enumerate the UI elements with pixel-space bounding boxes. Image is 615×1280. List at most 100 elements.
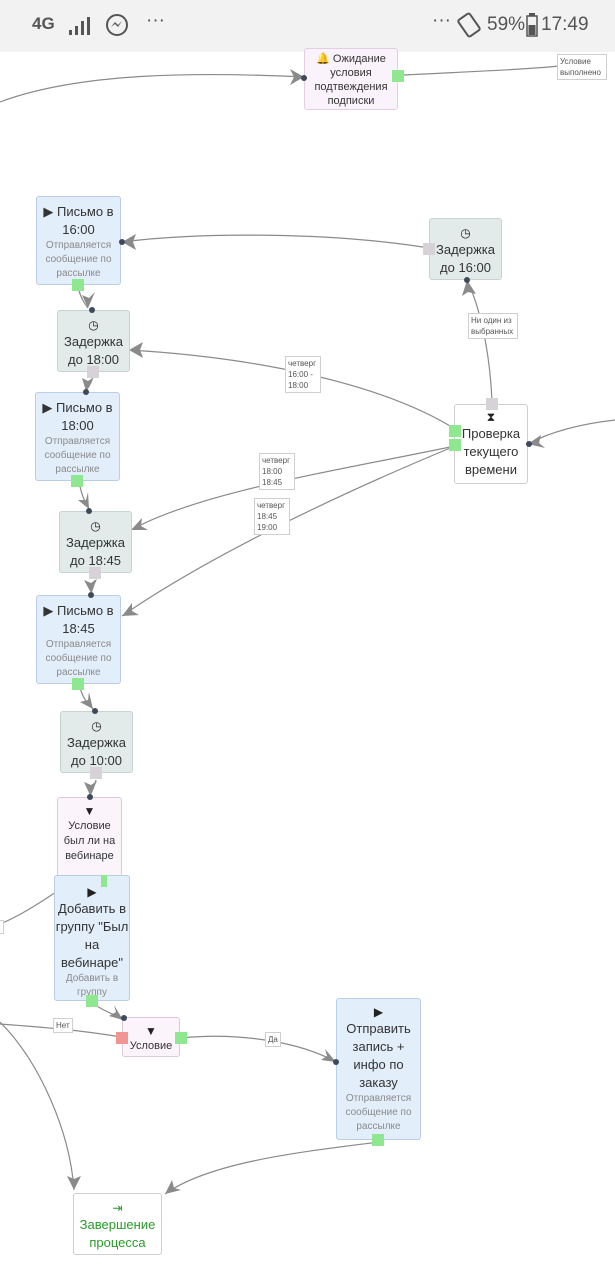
- node-delay-1000[interactable]: ◷ Задержка до 10:00: [60, 711, 133, 773]
- input-dot[interactable]: [333, 1059, 339, 1065]
- flow-canvas[interactable]: Условие выполнено Ни один из выбранных ч…: [0, 48, 615, 1280]
- edge-delay1600-to-letter1600: [121, 234, 430, 249]
- input-dot[interactable]: [87, 794, 93, 800]
- clock-icon: ◷: [460, 226, 471, 240]
- port-success[interactable]: [175, 1032, 187, 1044]
- node-delay-1845[interactable]: ◷ Задержка до 18:45: [59, 511, 132, 573]
- hourglass-icon: ⧗: [486, 410, 496, 424]
- arrow-delay1800-a: [82, 292, 95, 308]
- input-dot[interactable]: [86, 508, 92, 514]
- port-neutral[interactable]: [486, 398, 498, 410]
- flow-edges: [0, 65, 615, 1195]
- port-success[interactable]: [372, 1134, 384, 1146]
- input-dot[interactable]: [89, 307, 95, 313]
- node-title: Условие был ли на вебинаре: [63, 820, 116, 862]
- arrow-finish-b: [165, 1180, 181, 1194]
- filter-icon: ▼: [83, 804, 96, 818]
- play-icon: ▶: [373, 1005, 384, 1019]
- network-type: 4G: [32, 14, 55, 33]
- arrow-delay1000: [80, 692, 93, 709]
- node-title: ▶ Письмо в 18:00: [42, 400, 113, 433]
- port-success[interactable]: [72, 279, 84, 291]
- port-fail[interactable]: [116, 1032, 128, 1044]
- edge-label-thu-1800-1845: четверг 18:00 18:45: [259, 453, 295, 490]
- input-dot[interactable]: [121, 1015, 127, 1021]
- input-dot[interactable]: [88, 592, 94, 598]
- filter-icon: ▼: [145, 1024, 157, 1038]
- edge-letter1600-to-delay1800: [78, 290, 89, 309]
- port-neutral[interactable]: [87, 366, 99, 378]
- clock-icon: ◷: [91, 719, 102, 733]
- rotate-icon: [456, 12, 482, 44]
- input-dot[interactable]: [119, 239, 125, 245]
- arrow-delay1845-b: [78, 492, 89, 509]
- messenger-icon: [105, 13, 129, 43]
- edge-right-to-check: [527, 419, 615, 445]
- signal-bars-icon: [68, 16, 92, 42]
- node-subtitle: Отправляется сообщение по рассылке: [44, 436, 111, 475]
- node-subtitle: Отправляется сообщение по рассылке: [45, 639, 112, 678]
- node-title: Задержка до 18:45: [65, 535, 126, 568]
- edge-label-yes: Да: [265, 1032, 281, 1047]
- battery-percent: 59%: [487, 14, 526, 35]
- more-icon: ···: [146, 10, 165, 31]
- arrow-check: [528, 435, 545, 448]
- arrow-letter1845-b: [84, 579, 97, 593]
- node-title: Отправить запись + инфо по заказу: [346, 1021, 411, 1090]
- input-dot[interactable]: [92, 708, 98, 714]
- port-success[interactable]: [449, 439, 461, 451]
- node-condition-webinar[interactable]: ▼ Условие был ли на вебинаре: [57, 797, 122, 885]
- arrow-letter1800: [82, 377, 94, 391]
- arrow-cond: [84, 781, 97, 795]
- edge-label-condition-met: Условие выполнено: [557, 54, 607, 80]
- arrow-letter1600: [122, 234, 136, 250]
- node-add-to-group[interactable]: ▶ Добавить в группу "Был на вебинаре" До…: [54, 875, 130, 1001]
- node-title: ▶ Письмо в 18:45: [43, 603, 114, 636]
- node-send-record[interactable]: ▶ Отправить запись + инфо по заказу Отпр…: [336, 998, 421, 1140]
- input-dot[interactable]: [83, 389, 89, 395]
- edge-send-to-finish: [164, 1141, 380, 1195]
- node-condition[interactable]: ▼ Условие: [122, 1017, 180, 1057]
- port-success[interactable]: [86, 995, 98, 1007]
- port-neutral[interactable]: [423, 243, 435, 255]
- play-icon: ▶: [87, 885, 97, 899]
- node-subtitle: Отправляется сообщение по рассылке: [345, 1093, 412, 1132]
- clock-icon: ◷: [90, 519, 101, 533]
- edge-incoming-to-wait: [0, 73, 305, 103]
- input-dot[interactable]: [526, 441, 532, 447]
- node-finish-process[interactable]: ⇥ Завершение процесса: [73, 1193, 162, 1255]
- node-title: Задержка до 18:00: [63, 334, 124, 367]
- node-subtitle: Отправляется сообщение по рассылке: [45, 240, 112, 279]
- arrow-finish-a: [67, 1176, 81, 1190]
- node-title: Проверка текущего времени: [461, 426, 521, 477]
- edge-label-thu-1845-1900: четверг 18:45 19:00: [254, 498, 290, 535]
- bell-icon: 🔔: [316, 53, 330, 65]
- node-check-time[interactable]: ⧗ Проверка текущего времени: [454, 404, 528, 484]
- port-success[interactable]: [71, 475, 83, 487]
- arrow-condition: [109, 1005, 123, 1020]
- node-wait-confirmation[interactable]: 🔔 Ожидание условия подтвеждения подписки: [304, 48, 398, 110]
- input-dot[interactable]: [464, 277, 470, 283]
- node-letter-1600[interactable]: ▶ Письмо в 16:00 Отправляется сообщение …: [36, 196, 121, 285]
- port-success[interactable]: [449, 425, 461, 437]
- play-icon: ▶: [43, 204, 54, 219]
- edge-label-thu-1600-1800: четверг 16:00 - 18:00: [285, 356, 321, 393]
- node-letter-1800[interactable]: ▶ Письмо в 18:00 Отправляется сообщение …: [35, 392, 120, 481]
- edge-label-no: Нет: [53, 1018, 73, 1033]
- port-success[interactable]: [72, 678, 84, 690]
- edge-wait-to-condition-met: [403, 65, 561, 76]
- arrow-delay1600: [462, 280, 476, 296]
- port-success[interactable]: [392, 70, 404, 82]
- edge-label-offscreen: [0, 920, 4, 934]
- port-neutral[interactable]: [89, 567, 101, 579]
- battery-icon: [526, 13, 538, 43]
- node-letter-1845[interactable]: ▶ Письмо в 18:45 Отправляется сообщение …: [36, 595, 121, 684]
- node-title: Задержка до 16:00: [435, 242, 496, 275]
- node-title: 🔔 Ожидание условия подтвеждения подписки: [314, 53, 388, 107]
- port-success[interactable]: [101, 875, 107, 887]
- input-dot[interactable]: [301, 75, 307, 81]
- exit-icon: ⇥: [112, 1201, 123, 1215]
- port-neutral[interactable]: [90, 767, 102, 779]
- node-delay-1800[interactable]: ◷ Задержка до 18:00: [57, 310, 130, 372]
- node-delay-1600[interactable]: ◷ Задержка до 16:00: [429, 218, 502, 280]
